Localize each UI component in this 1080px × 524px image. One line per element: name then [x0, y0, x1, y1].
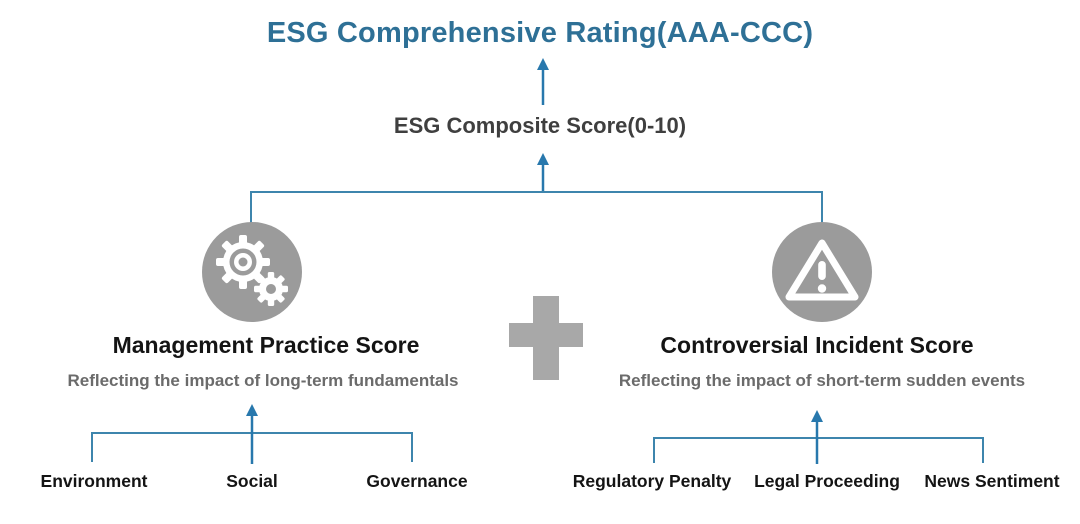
composite-score-label: ESG Composite Score(0-10)	[393, 113, 687, 138]
plus-icon	[509, 296, 583, 380]
leaf-label-environment: Environment	[40, 471, 148, 491]
top-bracket-connector	[250, 191, 823, 225]
controversial-incident-circle	[772, 222, 872, 322]
leaf-label-regulatory-penalty: Regulatory Penalty	[572, 471, 732, 491]
page-title: ESG Comprehensive Rating(AAA-CCC)	[266, 17, 814, 49]
left-branch-heading: Management Practice Score	[112, 332, 420, 358]
leaf-label-legal-proceeding: Legal Proceeding	[754, 471, 900, 491]
leaf-label-news-sentiment: News Sentiment	[924, 471, 1060, 491]
right-branch-heading: Controversial Incident Score	[660, 332, 974, 358]
right-branch-subtitle: Reflecting the impact of short-term sudd…	[618, 371, 1026, 390]
leaf-label-governance: Governance	[366, 471, 468, 491]
left-up-arrow	[246, 404, 258, 464]
left-branch-subtitle: Reflecting the impact of long-term funda…	[67, 371, 459, 390]
right-up-arrow	[811, 410, 823, 464]
up-arrow-composite-to-title	[537, 58, 549, 105]
leaf-label-social: Social	[226, 471, 278, 491]
left-bracket-connector	[91, 432, 413, 462]
right-bracket-connector	[653, 437, 984, 463]
warning-triangle-icon	[785, 239, 859, 301]
gears-icon	[216, 235, 288, 306]
up-arrow-branches-to-composite	[537, 153, 549, 191]
management-practice-circle	[202, 222, 302, 322]
